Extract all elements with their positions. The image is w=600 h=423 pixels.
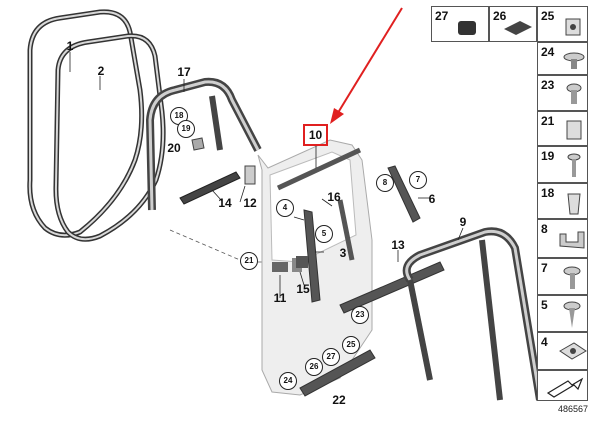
part-cell-23[interactable]: 23 (537, 75, 588, 111)
circle-label-27: 27 (322, 348, 340, 366)
label-16: 16 (327, 190, 341, 204)
part-cell-24[interactable]: 24 (537, 42, 588, 75)
part-cell-26[interactable]: 26 (489, 6, 537, 42)
label-11: 11 (273, 291, 287, 305)
window-channel (276, 147, 362, 191)
circle-label-4: 4 (276, 199, 294, 217)
part-number: 8 (541, 222, 548, 236)
label-2: 2 (97, 64, 105, 78)
part-number: 26 (493, 9, 507, 23)
label-6: 6 (428, 192, 436, 206)
label-12: 12 (243, 196, 257, 210)
part-number: 23 (541, 78, 555, 92)
part-cell-25[interactable]: 25 (537, 6, 588, 42)
door-seal-outer (27, 9, 145, 238)
part-cell-7[interactable]: 7 (537, 258, 588, 295)
part-cell-21[interactable]: 21 (537, 111, 588, 146)
label-14: 14 (218, 196, 232, 210)
highlighted-part-label: 10 (303, 124, 328, 146)
label-1: 1 (66, 39, 74, 53)
diagram-code: 486567 (558, 404, 589, 414)
part-number: 25 (541, 9, 555, 23)
circle-label-25: 25 (342, 336, 360, 354)
door-sill-trim (299, 349, 376, 397)
part-number: 5 (541, 298, 548, 312)
part-cell-19[interactable]: 19 (537, 146, 588, 183)
arrow-icon (546, 377, 584, 398)
label-13: 13 (391, 238, 405, 252)
label-3: 3 (339, 246, 347, 260)
label-15: 15 (296, 282, 310, 296)
part-number: 24 (541, 45, 555, 59)
circle-label-5: 5 (315, 225, 333, 243)
trim-strip (179, 171, 241, 205)
part-cell-5[interactable]: 5 (537, 295, 588, 332)
circle-label-7: 7 (409, 171, 427, 189)
part-cell-27[interactable]: 27 (431, 6, 489, 42)
direction-arrow-cell (537, 370, 588, 401)
circle-label-21: 21 (240, 252, 258, 270)
door-pillar (337, 199, 355, 261)
circle-label-26: 26 (305, 358, 323, 376)
part-cell-4[interactable]: 4 (537, 332, 588, 370)
circle-label-24: 24 (279, 372, 297, 390)
part-number: 7 (541, 261, 548, 275)
highlight-arrow (335, 7, 403, 117)
guide-rail (303, 209, 321, 303)
part-number: 19 (541, 149, 555, 163)
part-number: 27 (435, 9, 449, 23)
part-number: 18 (541, 186, 555, 200)
circle-label-8: 8 (376, 174, 394, 192)
part-number: 21 (541, 114, 555, 128)
part-cell-18[interactable]: 18 (537, 183, 588, 219)
circle-label-19: 19 (177, 120, 195, 138)
circle-label-23: 23 (351, 306, 369, 324)
label-9: 9 (459, 215, 467, 229)
seal-strip (387, 165, 421, 223)
label-22: 22 (332, 393, 346, 407)
part-number: 4 (541, 335, 548, 349)
part-cell-8[interactable]: 8 (537, 219, 588, 258)
label-17: 17 (177, 65, 191, 79)
label-20: 20 (167, 141, 181, 155)
